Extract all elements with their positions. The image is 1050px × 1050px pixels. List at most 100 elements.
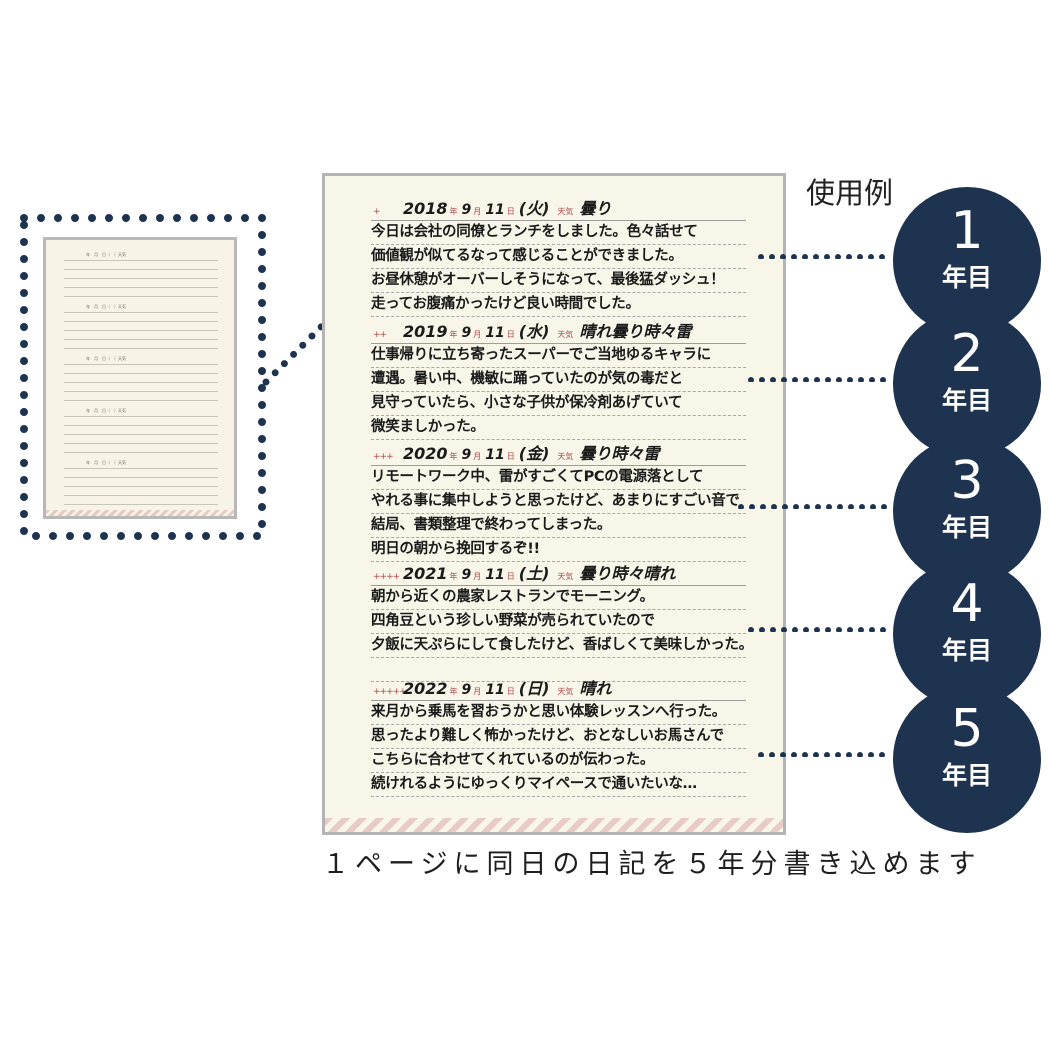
thumbnail-rule: [64, 321, 218, 322]
thumbnail-rule: [64, 312, 218, 313]
entry-month: 9: [461, 567, 472, 583]
dot-leader: [738, 504, 890, 509]
thumbnail-rule: [64, 425, 218, 426]
entry-day: 11: [485, 447, 505, 463]
year-unit: 年: [449, 207, 458, 216]
entry-year: 2021: [403, 564, 448, 583]
badge-number: 3: [950, 451, 984, 511]
thumbnail-rule: [64, 495, 218, 496]
entry-weather: 曇り: [579, 199, 612, 218]
year-marks: +++: [373, 452, 394, 462]
badge-number: 2: [950, 324, 984, 384]
thumbnail-rule: [64, 504, 218, 505]
entry-month: 9: [461, 682, 472, 698]
weather-label: 天気: [557, 687, 574, 696]
thumbnail-rule: [64, 452, 218, 453]
entry-line: 夕飯に天ぷらにして食したけど、香ばしくて美味しかった。: [371, 634, 746, 658]
month-unit: 月: [473, 330, 482, 339]
badge-label: 年目: [941, 386, 992, 415]
weather-label: 天気: [557, 452, 574, 461]
entry-line: 走ってお腹痛かったけど良い時間でした。: [371, 293, 746, 317]
entry-weekday: (火): [518, 199, 550, 218]
year-unit: 年: [449, 330, 458, 339]
day-unit: 日: [506, 687, 515, 696]
thumbnail-rule: [64, 260, 218, 261]
entry-line: 見守っていたら、小さな子供が保冷剤あげていて: [371, 392, 746, 416]
month-unit: 月: [473, 572, 482, 581]
day-unit: 日: [506, 572, 515, 581]
thumbnail-dotted-frame: [20, 214, 266, 540]
entry-line: こちらに合わせてくれているのが伝わった。: [371, 749, 746, 773]
entry-year: 2018: [403, 199, 448, 218]
entry-month: 9: [461, 202, 472, 218]
thumbnail-rule: [64, 416, 218, 417]
badge-label: 年目: [941, 513, 992, 542]
entry-line: やれる事に集中しようと思ったけど、あまりにすごい音で: [371, 490, 746, 514]
day-unit: 日: [506, 452, 515, 461]
thumbnail-rule: [64, 278, 218, 279]
thumbnail-rule: [64, 400, 218, 401]
thumbnail-rule: [64, 296, 218, 297]
month-unit: 月: [473, 452, 482, 461]
entry-weather: 晴れ曇り時々雷: [579, 322, 692, 341]
dot-leader: [758, 254, 890, 259]
entry-weather: 曇り時々雷: [579, 444, 660, 463]
badge-label: 年目: [941, 263, 992, 292]
thumbnail-header: 年 月 日（ ）天気: [86, 408, 126, 413]
thumbnail-rule: [64, 477, 218, 478]
entry-year: 2020: [403, 444, 448, 463]
entry-line: 微笑ましかった。: [371, 416, 746, 440]
entry-month: 9: [461, 447, 472, 463]
day-unit: 日: [506, 207, 515, 216]
badge-number: 5: [950, 699, 984, 759]
entry-weekday: (水): [518, 322, 550, 341]
weather-label: 天気: [557, 330, 574, 339]
year-unit: 年: [449, 452, 458, 461]
entry-day: 11: [485, 682, 505, 698]
thumbnail-rule: [64, 391, 218, 392]
entry-weekday: (日): [518, 679, 550, 698]
year-marks: +++++: [373, 687, 407, 697]
badge-number: 1: [950, 201, 984, 261]
thumbnail-rule: [64, 443, 218, 444]
badge-label: 年目: [941, 761, 992, 790]
dot-leader: [748, 627, 890, 632]
thumbnail-rule: [64, 373, 218, 374]
entry-line: 仕事帰りに立ち寄ったスーパーでご当地ゆるキャラに: [371, 344, 746, 368]
thumbnail-rule: [64, 468, 218, 469]
entry-weekday: (土): [518, 564, 550, 583]
entry-weather: 晴れ: [579, 679, 612, 698]
entry-line: 続けれるようにゆっくりマイペースで通いたいな…: [371, 773, 746, 797]
year-marks: ++++: [373, 572, 400, 582]
entry-year: 2022: [403, 679, 448, 698]
zoom-connector-dots: [262, 322, 326, 386]
entry-weather: 曇り時々晴れ: [579, 564, 676, 583]
thumbnail-rule: [64, 269, 218, 270]
thumbnail-rule: [64, 382, 218, 383]
year-marks: ++: [373, 330, 387, 340]
thumbnail-rule: [64, 287, 218, 288]
entry-line: [371, 658, 746, 682]
entry-weekday: (金): [518, 444, 550, 463]
thumbnail-rule: [64, 434, 218, 435]
entry-month: 9: [461, 325, 472, 341]
entry-line: 来月から乗馬を習おうかと思い体験レッスンへ行った。: [371, 701, 746, 725]
entry-line: お昼休憩がオーバーしそうになって、最後猛ダッシュ！: [371, 269, 746, 293]
month-unit: 月: [473, 207, 482, 216]
entry-day: 11: [485, 567, 505, 583]
weather-label: 天気: [557, 572, 574, 581]
thumbnail-header: 年 月 日（ ）天気: [86, 304, 126, 309]
thumbnail-footer-stripe: [46, 510, 234, 516]
